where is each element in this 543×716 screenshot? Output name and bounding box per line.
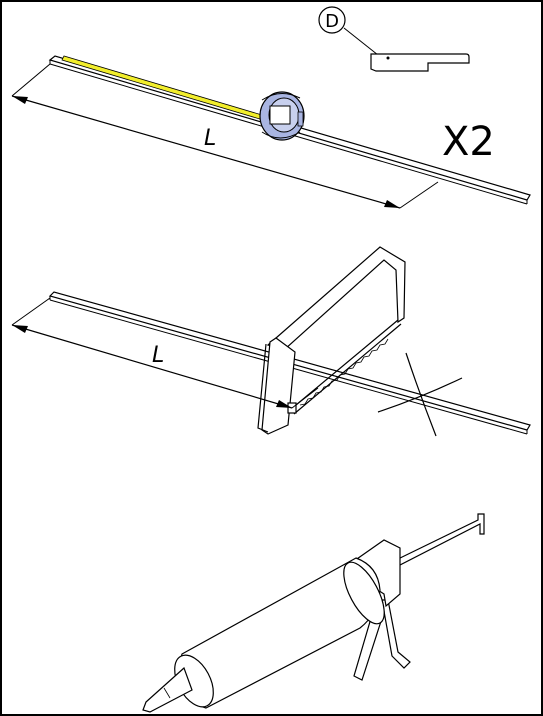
dimension-label-top: L (204, 126, 216, 151)
dimension-arrow-top (11, 63, 439, 209)
tape-blade (61, 55, 273, 123)
step-measure: L (11, 55, 531, 209)
tape-measure-icon (259, 91, 305, 141)
step-cut: L (11, 246, 531, 437)
caulking-gun-icon (142, 513, 485, 713)
callout-letter: D (325, 11, 339, 32)
part-d-shape (370, 53, 470, 72)
quantity-label: X2 (442, 119, 495, 165)
discard-cross-mark (377, 352, 463, 437)
dimension-label-middle: L (152, 343, 164, 368)
dimension-arrow-middle (11, 297, 319, 409)
part-callout: D (318, 6, 470, 72)
